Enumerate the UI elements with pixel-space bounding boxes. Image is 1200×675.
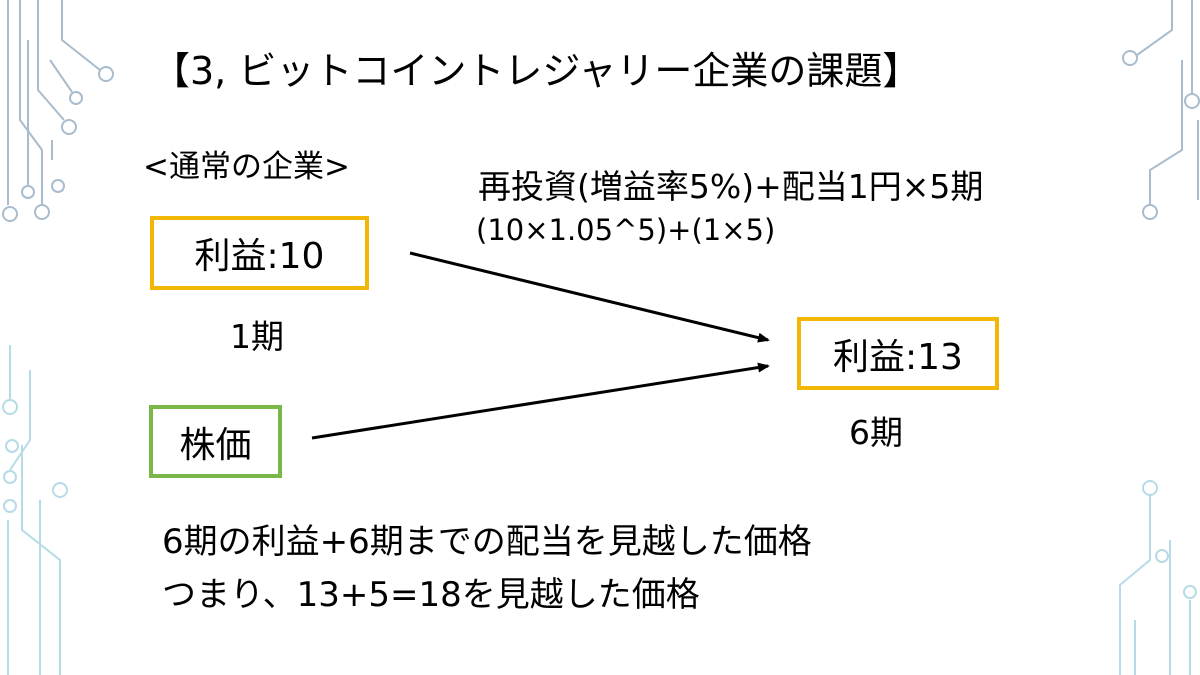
period-end-label: 6期 xyxy=(849,413,903,452)
formula-expression: (10×1.05^5)+(1×5) xyxy=(476,213,776,247)
profit-end-box: 利益:13 xyxy=(797,317,999,390)
profit-end-label: 利益:13 xyxy=(833,336,963,378)
formula-description: 再投資(増益率5%)+配当1円×5期 xyxy=(478,167,984,206)
conclusion-line-2: つまり、13+5=18を見越した価格 xyxy=(162,575,700,615)
period-start-label: 1期 xyxy=(230,317,284,356)
arrow-profit-to-profit xyxy=(409,251,770,343)
section-subheading: <通常の企業> xyxy=(143,149,350,185)
stock-price-label: 株価 xyxy=(179,424,252,466)
conclusion-line-1: 6期の利益+6期までの配当を見越した価格 xyxy=(162,522,812,562)
profit-start-label: 利益:10 xyxy=(194,236,325,277)
slide-title: 【3, ビットコイントレジャリー企業の課題】 xyxy=(152,49,921,93)
stock-price-box: 株価 xyxy=(149,405,282,478)
arrow-stock-to-profit xyxy=(311,362,770,440)
profit-start-box: 利益:10 xyxy=(150,216,369,290)
